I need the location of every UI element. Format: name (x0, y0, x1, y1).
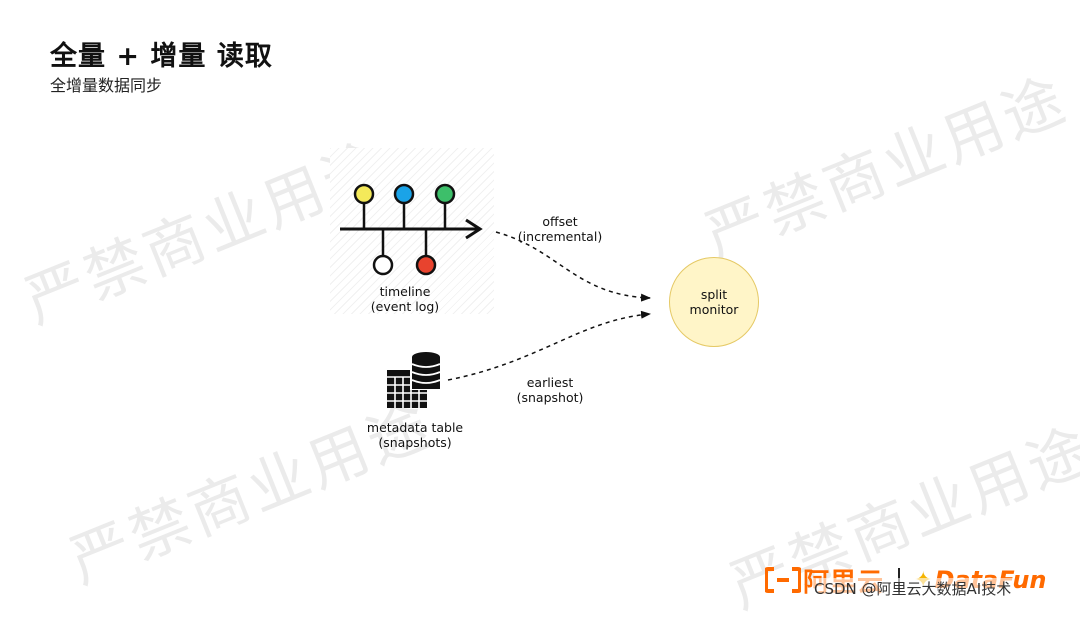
split-monitor-node: split monitor (669, 257, 759, 347)
diagram-canvas (340, 183, 651, 408)
earliest-edge-label: earliest (snapshot) (516, 375, 584, 405)
earliest-arrow (447, 310, 651, 381)
csdn-credit: CSDN @阿里云大数据AI技术 (812, 578, 1014, 599)
timeline-label: timeline (event log) (370, 284, 440, 314)
event-dot-above (393, 183, 415, 205)
metadata-table-label: metadata table (snapshots) (366, 420, 464, 450)
timeline-hatch-background (330, 148, 494, 314)
offset-edge-label: offset (incremental) (517, 214, 603, 244)
slide-subtitle: 全增量数据同步 (50, 76, 163, 95)
split-monitor-label: monitor (689, 302, 739, 317)
offset-arrow (495, 231, 651, 302)
timeline-icon (340, 183, 483, 276)
aliyun-logo-icon (765, 567, 801, 593)
split-monitor-label: split (700, 287, 728, 302)
event-dot-below (372, 254, 394, 276)
slide-title: 全量 + 增量 读取 (50, 41, 273, 72)
database-table-icon (387, 352, 442, 408)
event-dot-below (415, 254, 437, 276)
event-dot-above (353, 183, 375, 205)
event-dot-above (434, 183, 456, 205)
